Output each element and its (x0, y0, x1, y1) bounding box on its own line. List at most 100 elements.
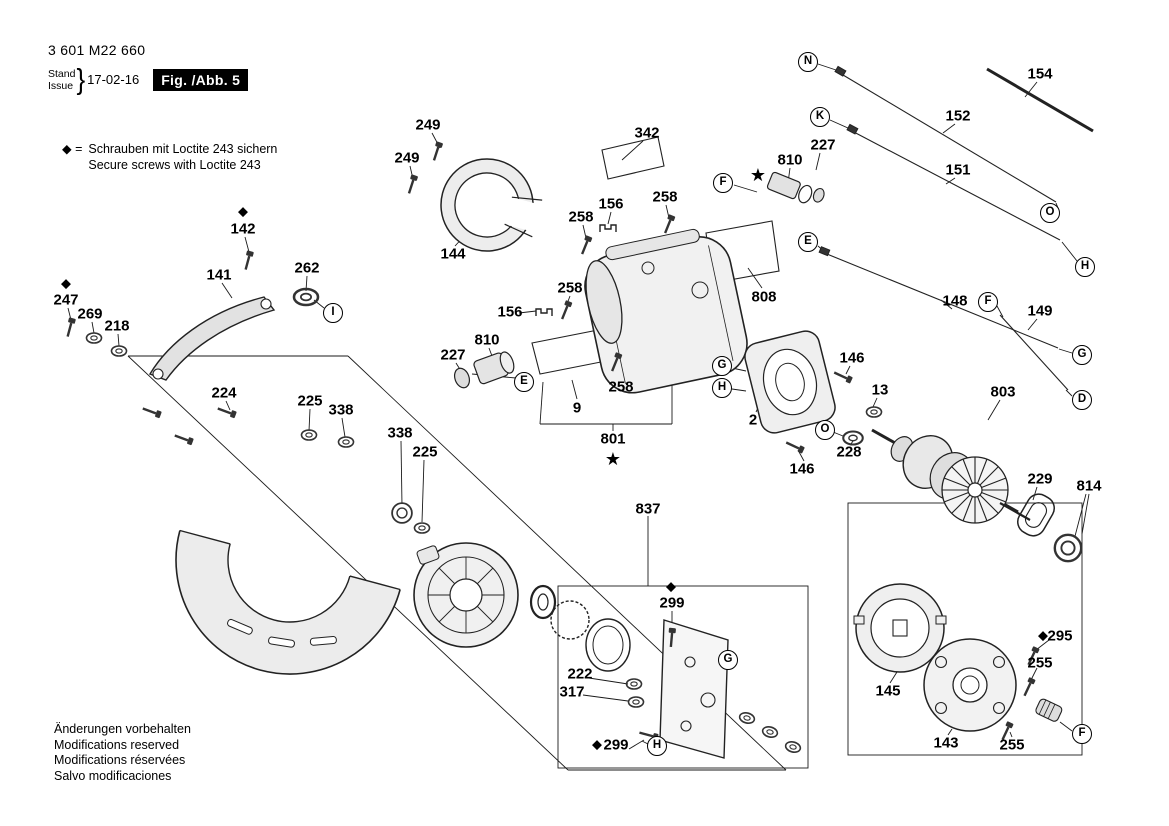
part-label-299: 299 (659, 594, 685, 612)
part-label-154: 154 (1027, 65, 1053, 83)
part-label-156: 156 (598, 195, 624, 213)
part-label-814: 814 (1076, 477, 1102, 495)
part-label-262: 262 (294, 259, 320, 277)
part-label-810: 810 (474, 331, 500, 349)
footer-line-de: Änderungen vorbehalten (54, 722, 191, 736)
issue-labels: Stand Issue (48, 68, 75, 92)
position-callout-H: H (647, 736, 667, 756)
document-number: 3 601 M22 660 (48, 42, 146, 58)
position-callout-G: G (718, 650, 738, 670)
position-callout-N: N (798, 52, 818, 72)
position-callout-K: K (810, 107, 830, 127)
part-label-801: 801 (600, 430, 626, 448)
position-callout-F: F (1072, 724, 1092, 744)
legend-note-en: Secure screws with Loctite 243 (88, 158, 261, 172)
diamond-marker-icon: ◆ (61, 275, 71, 291)
position-callout-F: F (713, 173, 733, 193)
blade-guard-drawing (175, 445, 405, 675)
star-marker-icon: ★ (604, 449, 622, 469)
part-label-255: 255 (999, 736, 1025, 754)
part-label-837: 837 (635, 500, 661, 518)
clip-drawing (535, 224, 617, 316)
part-label-295: 295 (1047, 627, 1073, 645)
part-label-224: 224 (211, 384, 237, 402)
part-label-810: 810 (777, 151, 803, 169)
terminal-drawing (1035, 698, 1063, 722)
rings-drawing (529, 584, 631, 672)
position-callout-H: H (712, 378, 732, 398)
part-label-317: 317 (559, 683, 585, 701)
diamond-marker-icon: ◆ (1038, 627, 1048, 643)
part-label-225: 225 (412, 443, 438, 461)
part-label-143: 143 (933, 734, 959, 752)
part-label-258: 258 (557, 279, 583, 297)
field-stator-drawing (744, 330, 836, 434)
part-label-227: 227 (440, 346, 466, 364)
footer-line-fr: Modifications réservées (54, 753, 186, 767)
part-label-146: 146 (839, 349, 865, 367)
part-label-808: 808 (751, 288, 777, 306)
part-label-299: 299 (603, 736, 629, 754)
part-label-144: 144 (440, 245, 466, 263)
motor-end-cap-drawing (853, 583, 947, 673)
part-label-222: 222 (567, 665, 593, 683)
part-label-228: 228 (836, 443, 862, 461)
figure-badge: Fig. /Abb. 5 (153, 68, 249, 91)
diamond-marker-icon: ◆ (238, 203, 248, 219)
bearing-flange-drawing (923, 638, 1017, 732)
diamond-marker-icon: ◆ (666, 578, 676, 594)
part-label-2: 2 (748, 411, 758, 429)
part-label-145: 145 (875, 682, 901, 700)
part-label-151: 151 (945, 161, 971, 179)
part-label-338: 338 (387, 424, 413, 442)
part-label-803: 803 (990, 383, 1016, 401)
part-label-225: 225 (297, 392, 323, 410)
armature-drawing (871, 428, 1031, 524)
part-label-249: 249 (415, 116, 441, 134)
part-label-227: 227 (810, 136, 836, 154)
guide-rods-drawing (818, 65, 1094, 391)
support-arm-drawing (148, 296, 276, 381)
part-label-258: 258 (652, 188, 678, 206)
brace-glyph: } (76, 62, 86, 96)
part-label-249: 249 (394, 149, 420, 167)
mounting-plate-drawing (659, 619, 729, 759)
motor-housing-drawing (584, 228, 748, 394)
position-callout-O: O (1040, 203, 1060, 223)
part-label-152: 152 (945, 107, 971, 125)
loctite-legend: ◆ = Schrauben mit Loctite 243 sichern Se… (62, 141, 277, 173)
part-label-156: 156 (497, 303, 523, 321)
diamond-marker-icon: ◆ (592, 736, 602, 752)
legend-note-de: Schrauben mit Loctite 243 sichern (88, 142, 278, 156)
part-label-146: 146 (789, 460, 815, 478)
part-label-258: 258 (568, 208, 594, 226)
position-callout-E: E (514, 372, 534, 392)
position-callout-I: I (323, 303, 343, 323)
modifications-footer: Änderungen vorbehalten Modifications res… (54, 722, 191, 784)
part-label-247: 247 (53, 291, 79, 309)
part-label-141: 141 (206, 266, 232, 284)
diamond-legend-icon: ◆ = (62, 142, 83, 156)
part-label-258: 258 (608, 378, 634, 396)
part-label-269: 269 (77, 305, 103, 323)
part-label-255: 255 (1027, 654, 1053, 672)
gear-cover-drawing (413, 542, 519, 648)
part-label-149: 149 (1027, 302, 1053, 320)
stand-label: Stand (48, 67, 76, 80)
position-callout-H: H (1075, 257, 1095, 277)
brush-holder-bottom-drawing (453, 351, 515, 389)
part-label-13: 13 (871, 381, 889, 399)
position-callout-D: D (1072, 390, 1092, 410)
fan-drawing (941, 456, 1009, 524)
gasket-drawing (1017, 493, 1055, 537)
position-callout-F: F (978, 292, 998, 312)
footer-line-en: Modifications reserved (54, 737, 180, 752)
footer-line-es: Salvo modificaciones (54, 768, 172, 783)
part-label-229: 229 (1027, 470, 1053, 488)
ball-bearing-drawing (1053, 533, 1083, 563)
position-callout-E: E (798, 232, 818, 252)
issue-label: Issue (48, 79, 74, 92)
part-label-342: 342 (634, 124, 660, 142)
